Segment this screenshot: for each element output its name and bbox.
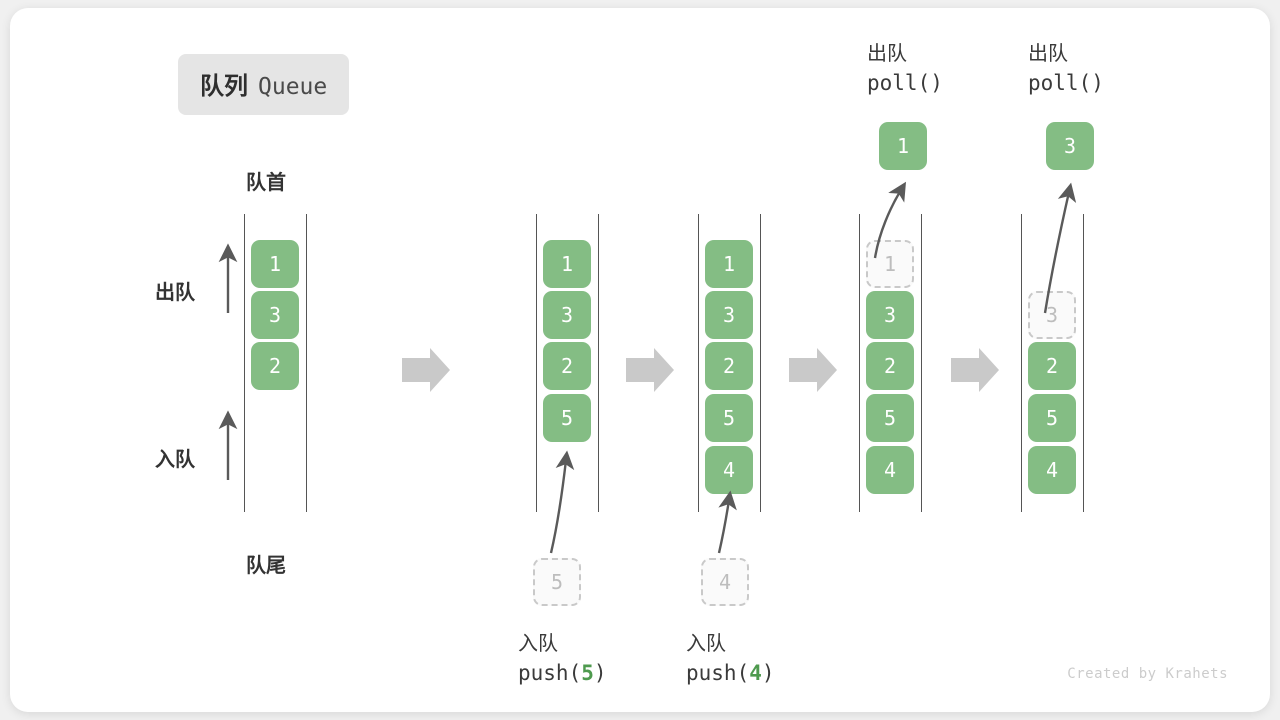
queue-cell: 1 (251, 240, 299, 288)
incoming-ghost-cell: 4 (701, 558, 749, 606)
caption-code: poll() (867, 71, 943, 95)
diagram-title-badge: 队列 Queue (178, 54, 350, 115)
label-dequeue: 出队 (155, 280, 195, 304)
caption-poll-1: 出队 poll() (867, 38, 943, 100)
caption-cn: 出队 (1028, 41, 1068, 65)
queue-cell: 3 (705, 291, 753, 339)
incoming-ghost-cell: 5 (533, 558, 581, 606)
popped-cell: 1 (879, 122, 927, 170)
caption-cn: 入队 (686, 631, 726, 655)
queue-cell: 2 (866, 342, 914, 390)
rail-left (859, 214, 860, 512)
rail-left (698, 214, 699, 512)
queue-cell: 2 (251, 342, 299, 390)
diagram-card: 队列 Queue 队首 队尾 出队 入队 1 3 2 1 3 2 5 5 入队 … (10, 8, 1270, 712)
caption-code: push(5) (518, 661, 607, 685)
title-en: Queue (258, 74, 328, 100)
caption-push-4: 入队 push(4) (686, 628, 775, 690)
step-arrow-icon (626, 348, 674, 392)
queue-cell: 5 (866, 394, 914, 442)
caption-poll-3: 出队 poll() (1028, 38, 1104, 100)
rail-left (1021, 214, 1022, 512)
caption-code: poll() (1028, 71, 1104, 95)
queue-cell: 3 (866, 291, 914, 339)
queue-cell: 1 (543, 240, 591, 288)
rail-left (536, 214, 537, 512)
queue-cell: 5 (705, 394, 753, 442)
label-enqueue: 入队 (155, 447, 195, 471)
caption-cn: 入队 (518, 631, 558, 655)
label-rear: 队尾 (246, 553, 286, 577)
caption-code: push(4) (686, 661, 775, 685)
push-motion-arrow-5 (549, 450, 575, 554)
rail-right (921, 214, 922, 512)
rail-right (760, 214, 761, 512)
push-motion-arrow-4 (717, 490, 737, 554)
rail-right (1083, 214, 1084, 512)
queue-cell-ghost: 1 (866, 240, 914, 288)
queue-cell-ghost: 3 (1028, 291, 1076, 339)
queue-cell: 2 (543, 342, 591, 390)
queue-cell: 4 (705, 446, 753, 494)
rail-left (244, 214, 245, 512)
queue-cell: 4 (866, 446, 914, 494)
queue-cell: 5 (1028, 394, 1076, 442)
step-arrow-icon (951, 348, 999, 392)
label-front: 队首 (246, 170, 286, 194)
queue-cell: 1 (705, 240, 753, 288)
watermark: Created by Krahets (1067, 666, 1228, 682)
queue-cell: 4 (1028, 446, 1076, 494)
queue-cell: 3 (543, 291, 591, 339)
popped-cell: 3 (1046, 122, 1094, 170)
queue-cell: 3 (251, 291, 299, 339)
rail-right (598, 214, 599, 512)
rail-right (306, 214, 307, 512)
queue-cell: 2 (705, 342, 753, 390)
caption-push-5: 入队 push(5) (518, 628, 607, 690)
step-arrow-icon (402, 348, 450, 392)
queue-cell: 5 (543, 394, 591, 442)
step-arrow-icon (789, 348, 837, 392)
caption-cn: 出队 (867, 41, 907, 65)
queue-cell: 2 (1028, 342, 1076, 390)
title-cn: 队列 (200, 72, 248, 100)
